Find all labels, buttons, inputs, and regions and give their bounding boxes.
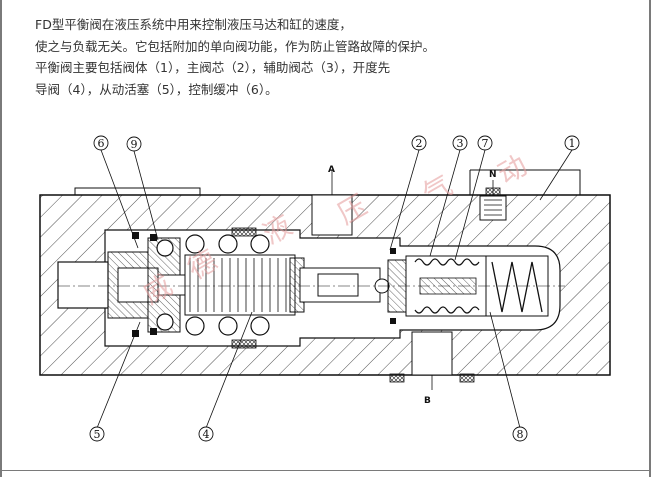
spring-balls	[156, 234, 270, 336]
description-line-2: 使之与负载无关。它包括附加的单向阀功能，作为防止管路故障的保护。	[35, 38, 436, 54]
callout-6: 6	[93, 135, 109, 151]
port-n	[479, 180, 507, 221]
callout-6-label: 6	[98, 137, 105, 150]
callout-8: 8	[512, 426, 528, 442]
main-spool	[299, 259, 407, 313]
callout-7-label: 7	[482, 137, 489, 150]
callout-5-label: 5	[94, 428, 101, 441]
bottom-frame-border	[0, 470, 651, 471]
right-frame-border	[649, 0, 651, 477]
description-text: FD型平衡阀在液压系统中用来控制液压马达和缸的速度， 使之与负载无关。它包括附加…	[35, 14, 635, 100]
port-label-b: B	[424, 396, 431, 406]
description-line-1: FD型平衡阀在液压系统中用来控制液压马达和缸的速度，	[35, 17, 352, 32]
right-spring-chamber	[485, 255, 549, 317]
pilot-valve	[184, 254, 305, 316]
watermark-char-6: 动	[492, 148, 533, 191]
callout-2-label: 2	[416, 137, 423, 150]
callout-3: 3	[452, 135, 468, 151]
leader-lines	[96, 149, 573, 429]
callout-4-label: 4	[203, 428, 210, 441]
description-line-3: 平衡阀主要包括阀体（1），主阀芯（2），辅助阀芯（3），开度先	[35, 60, 391, 75]
callout-5: 5	[89, 426, 105, 442]
port-a	[311, 170, 353, 236]
callout-2: 2	[411, 135, 427, 151]
callout-1: 1	[564, 135, 580, 151]
port-b	[411, 331, 453, 390]
callout-1-label: 1	[569, 137, 576, 150]
callout-3-label: 3	[457, 137, 464, 150]
description-line-4: 导阀（4），从动活塞（5），控制缓冲（6）。	[35, 81, 278, 97]
callout-9: 9	[126, 136, 142, 152]
callouts: 6 9 2 3 7 1 5 4	[89, 135, 580, 442]
callout-7: 7	[477, 135, 493, 151]
left-frame-border	[0, 0, 2, 477]
port-label-n: N	[489, 170, 497, 180]
body-top-step	[74, 187, 201, 195]
body-right-block	[469, 169, 581, 195]
callout-4: 4	[198, 426, 214, 442]
callout-9-label: 9	[131, 138, 138, 151]
port-label-a: A	[328, 165, 335, 175]
callout-8-label: 8	[517, 428, 524, 441]
